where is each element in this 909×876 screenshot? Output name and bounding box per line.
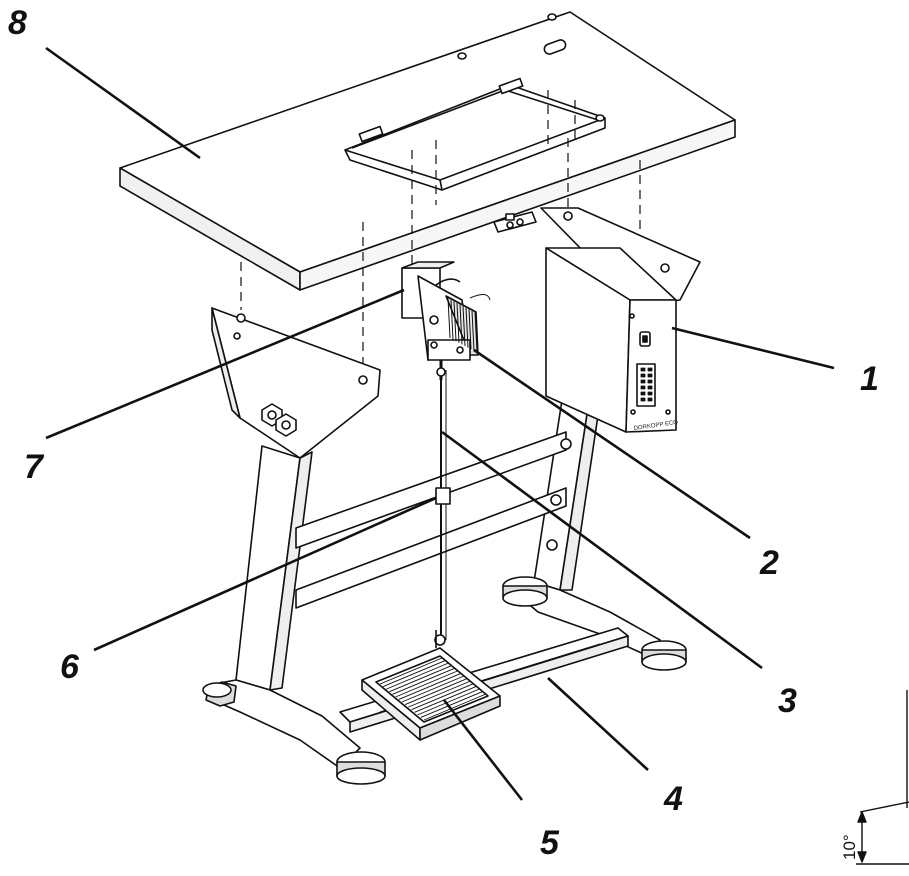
control-box: [540, 207, 701, 433]
motor-assembly: [401, 261, 491, 380]
angle-indicator: [856, 690, 909, 865]
leader-line-8: [45, 46, 201, 160]
leader-line-5: [442, 699, 524, 801]
motor-fins: [447, 297, 478, 353]
callout-1: 1: [860, 360, 879, 398]
pull-rod: [434, 370, 451, 648]
control-box-leds: [640, 367, 653, 402]
leader-line-2: [473, 348, 751, 540]
leader-line-1: [671, 326, 835, 370]
small-bracket: [493, 211, 537, 233]
alignment-dashes: [240, 90, 641, 378]
left-leg: [202, 307, 386, 785]
callout-7: 7: [24, 448, 43, 486]
angle-label: 10°: [840, 834, 859, 860]
leader-line-3: [441, 430, 763, 670]
callout-3: 3: [778, 682, 797, 720]
callout-8: 8: [8, 4, 27, 42]
callout-6: 6: [60, 648, 79, 686]
table-top: [119, 11, 736, 291]
pedal-ribs: [379, 657, 487, 721]
callout-4: 4: [664, 780, 683, 818]
leader-lines: [45, 46, 835, 801]
right-leg: [502, 399, 687, 671]
callout-2: 2: [760, 544, 779, 582]
callout-5: 5: [540, 824, 559, 862]
cross-braces: [295, 431, 572, 609]
leader-line-4: [547, 677, 649, 771]
leader-line-6: [93, 496, 437, 652]
leader-line-7: [45, 288, 405, 440]
